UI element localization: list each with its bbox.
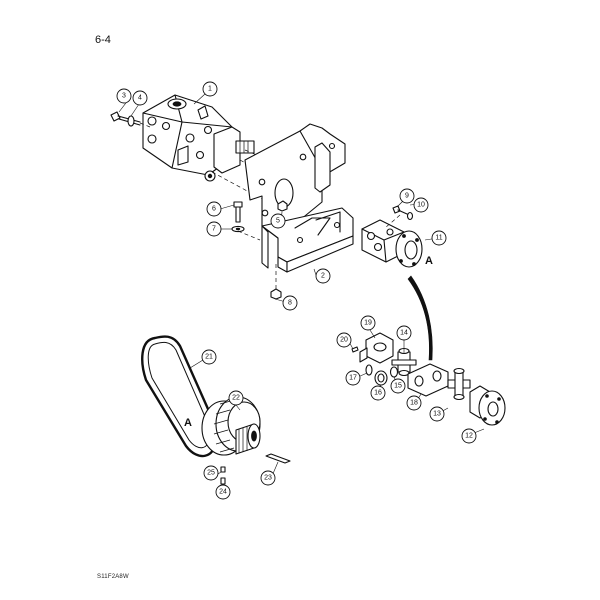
view-a-arrow bbox=[407, 275, 433, 361]
center-yoke-18-drawing bbox=[407, 363, 449, 397]
washer-10-drawing bbox=[406, 211, 414, 221]
callout-23: 23 bbox=[260, 470, 276, 486]
callout-19: 19 bbox=[360, 315, 376, 331]
key-23-drawing bbox=[265, 453, 291, 464]
setscrew-25-drawing bbox=[220, 466, 226, 473]
u-joint-cross-13-drawing bbox=[447, 367, 471, 401]
callout-10-label: 10 bbox=[417, 202, 425, 209]
callout-7: 7 bbox=[206, 221, 222, 237]
callout-6: 6 bbox=[206, 201, 222, 217]
callout-13-label: 13 bbox=[433, 411, 441, 418]
callout-18-label: 18 bbox=[410, 400, 418, 407]
callout-3: 3 bbox=[116, 88, 132, 104]
callout-22-label: 22 bbox=[232, 395, 240, 402]
page-number: 6-4 bbox=[95, 34, 111, 46]
callout-18: 18 bbox=[406, 395, 422, 411]
callout-5: 5 bbox=[270, 213, 286, 229]
pin-20-drawing bbox=[351, 346, 359, 353]
hydraulic-pump-drawing bbox=[142, 94, 255, 182]
callout-15-label: 15 bbox=[394, 383, 402, 390]
callout-20: 20 bbox=[336, 332, 352, 348]
callout-1: 1 bbox=[202, 81, 218, 97]
callout-7-label: 7 bbox=[212, 226, 216, 233]
callout-17: 17 bbox=[345, 370, 361, 386]
callout-20-label: 20 bbox=[340, 337, 348, 344]
yoke-19-drawing bbox=[359, 332, 394, 364]
view-letter-a-upper: A bbox=[425, 255, 433, 267]
nut-5-drawing bbox=[277, 200, 288, 212]
callout-25: 25 bbox=[203, 465, 219, 481]
washer-4-drawing bbox=[127, 115, 135, 127]
callout-9-label: 9 bbox=[405, 193, 409, 200]
callout-5-label: 5 bbox=[276, 218, 280, 225]
callout-24-label: 24 bbox=[219, 489, 227, 496]
callout-19-label: 19 bbox=[364, 320, 372, 327]
bolt-3-drawing bbox=[110, 111, 141, 126]
callout-17-label: 17 bbox=[349, 375, 357, 382]
callout-21: 21 bbox=[201, 349, 217, 365]
nut-8-drawing bbox=[270, 288, 282, 300]
view-letter-a-lower: A bbox=[184, 417, 192, 429]
setscrew-24-drawing bbox=[220, 477, 226, 485]
coupling-housing-11-drawing bbox=[361, 219, 423, 268]
callout-2: 2 bbox=[315, 268, 331, 284]
callout-4-label: 4 bbox=[138, 95, 142, 102]
callout-21-label: 21 bbox=[205, 354, 213, 361]
callout-8: 8 bbox=[282, 295, 298, 311]
callout-12: 12 bbox=[461, 428, 477, 444]
callout-25-label: 25 bbox=[207, 470, 215, 477]
flange-yoke-12-drawing bbox=[469, 385, 506, 426]
callout-3-label: 3 bbox=[122, 93, 126, 100]
callout-22: 22 bbox=[228, 390, 244, 406]
figure-code: S11F2A8W bbox=[97, 574, 129, 580]
mounting-bracket-drawing bbox=[244, 123, 354, 273]
bolt-9-drawing bbox=[392, 205, 408, 215]
bearing-16-drawing bbox=[374, 370, 388, 386]
callout-14: 14 bbox=[396, 325, 412, 341]
callout-6-label: 6 bbox=[212, 206, 216, 213]
callout-10: 10 bbox=[413, 197, 429, 213]
callout-11: 11 bbox=[431, 230, 447, 246]
callout-23-label: 23 bbox=[264, 475, 272, 482]
u-joint-cross-14-drawing bbox=[391, 347, 417, 377]
pulley-22-drawing bbox=[201, 396, 261, 456]
callout-16: 16 bbox=[370, 385, 386, 401]
callout-24: 24 bbox=[215, 484, 231, 500]
bolt-6-drawing bbox=[233, 201, 243, 223]
snap-ring-17-drawing bbox=[365, 364, 373, 376]
callout-4: 4 bbox=[132, 90, 148, 106]
callout-8-label: 8 bbox=[288, 300, 292, 307]
callout-13: 13 bbox=[429, 406, 445, 422]
callout-1-label: 1 bbox=[208, 86, 212, 93]
callout-15: 15 bbox=[390, 378, 406, 394]
callout-14-label: 14 bbox=[400, 330, 408, 337]
callout-11-label: 11 bbox=[435, 235, 442, 242]
drive-belt-21-drawing bbox=[141, 335, 218, 458]
callout-12-label: 12 bbox=[465, 433, 473, 440]
callout-16-label: 16 bbox=[374, 390, 382, 397]
washer-7-drawing bbox=[231, 225, 245, 233]
bearing-15-drawing bbox=[389, 366, 399, 378]
callout-2-label: 2 bbox=[321, 273, 325, 280]
callout-9: 9 bbox=[399, 188, 415, 204]
